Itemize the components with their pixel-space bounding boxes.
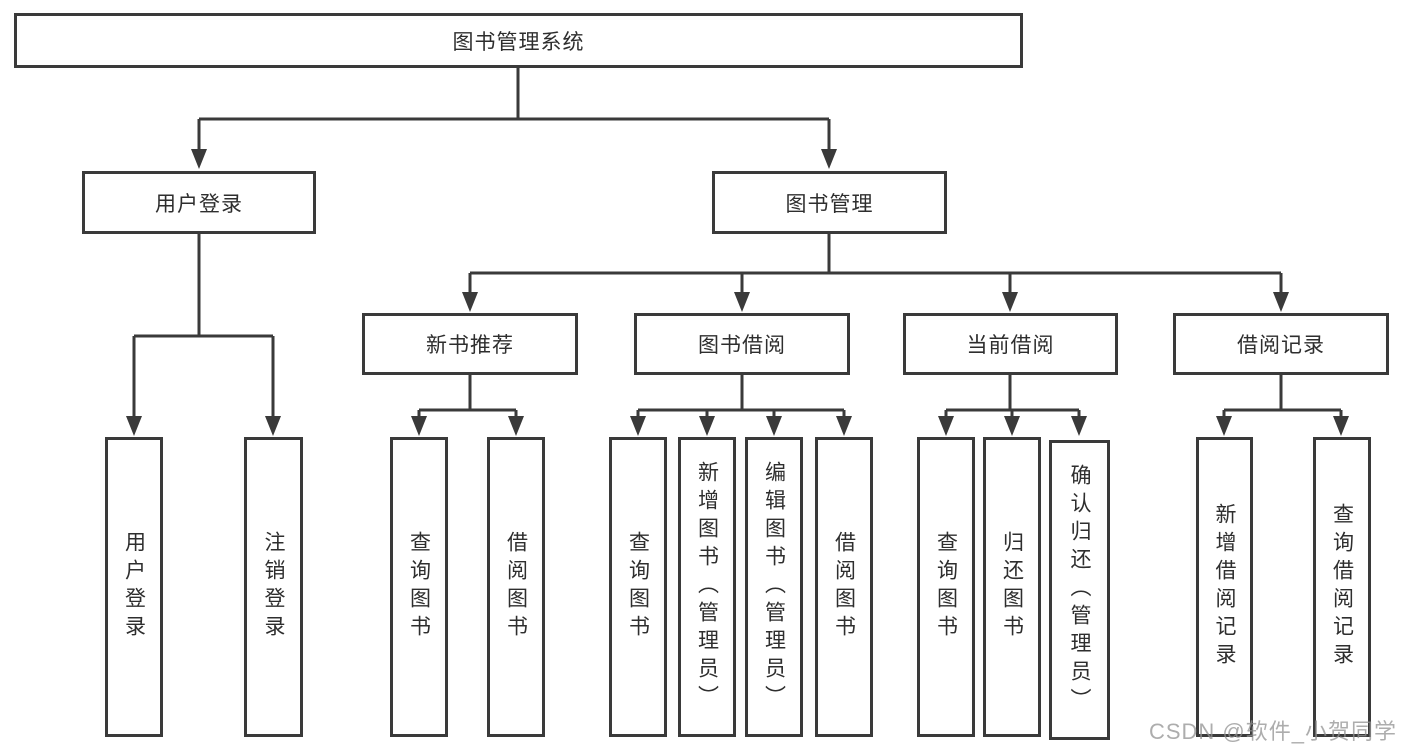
node-user-login: 用户登录 (82, 171, 316, 234)
leaf-bb-query-books: 查询图书 (609, 437, 667, 737)
node-book-borrow: 图书借阅 (634, 313, 850, 375)
connectors-new-book-recommend-children (411, 375, 524, 436)
leaf-cb-return-books: 归还图书 (983, 437, 1041, 737)
watermark: CSDN @软件_小贺同学 (1148, 719, 1397, 744)
connectors-book-borrow-children (630, 375, 852, 436)
node-book-management: 图书管理 (712, 171, 947, 234)
leaf-user-login: 用户登录 (105, 437, 163, 737)
node-current-borrow: 当前借阅 (903, 313, 1118, 375)
leaf-cb-query-books: 查询图书 (917, 437, 975, 737)
leaf-bb-borrow-books: 借阅图书 (815, 437, 873, 737)
leaf-logout: 注销登录 (244, 437, 303, 737)
leaf-bb-add-books-admin: 新增图书（管理员） (678, 437, 736, 737)
node-borrow-records: 借阅记录 (1173, 313, 1389, 375)
leaf-br-query-record: 查询借阅记录 (1313, 437, 1371, 737)
leaf-cb-confirm-return-admin: 确认归还（管理员） (1049, 440, 1110, 740)
leaf-br-add-record: 新增借阅记录 (1196, 437, 1253, 737)
connectors-current-borrow-children (938, 375, 1087, 436)
connectors-borrow-records-children (1216, 375, 1349, 436)
connectors-root-to-level2 (191, 68, 837, 169)
connectors-user-login-children (126, 234, 281, 436)
leaf-nbr-query-books: 查询图书 (390, 437, 448, 737)
leaf-nbr-borrow-books: 借阅图书 (487, 437, 545, 737)
connectors-book-management-children (462, 234, 1289, 312)
node-root: 图书管理系统 (14, 13, 1023, 68)
leaf-bb-edit-books-admin: 编辑图书（管理员） (745, 437, 803, 737)
node-new-book-recommend: 新书推荐 (362, 313, 578, 375)
